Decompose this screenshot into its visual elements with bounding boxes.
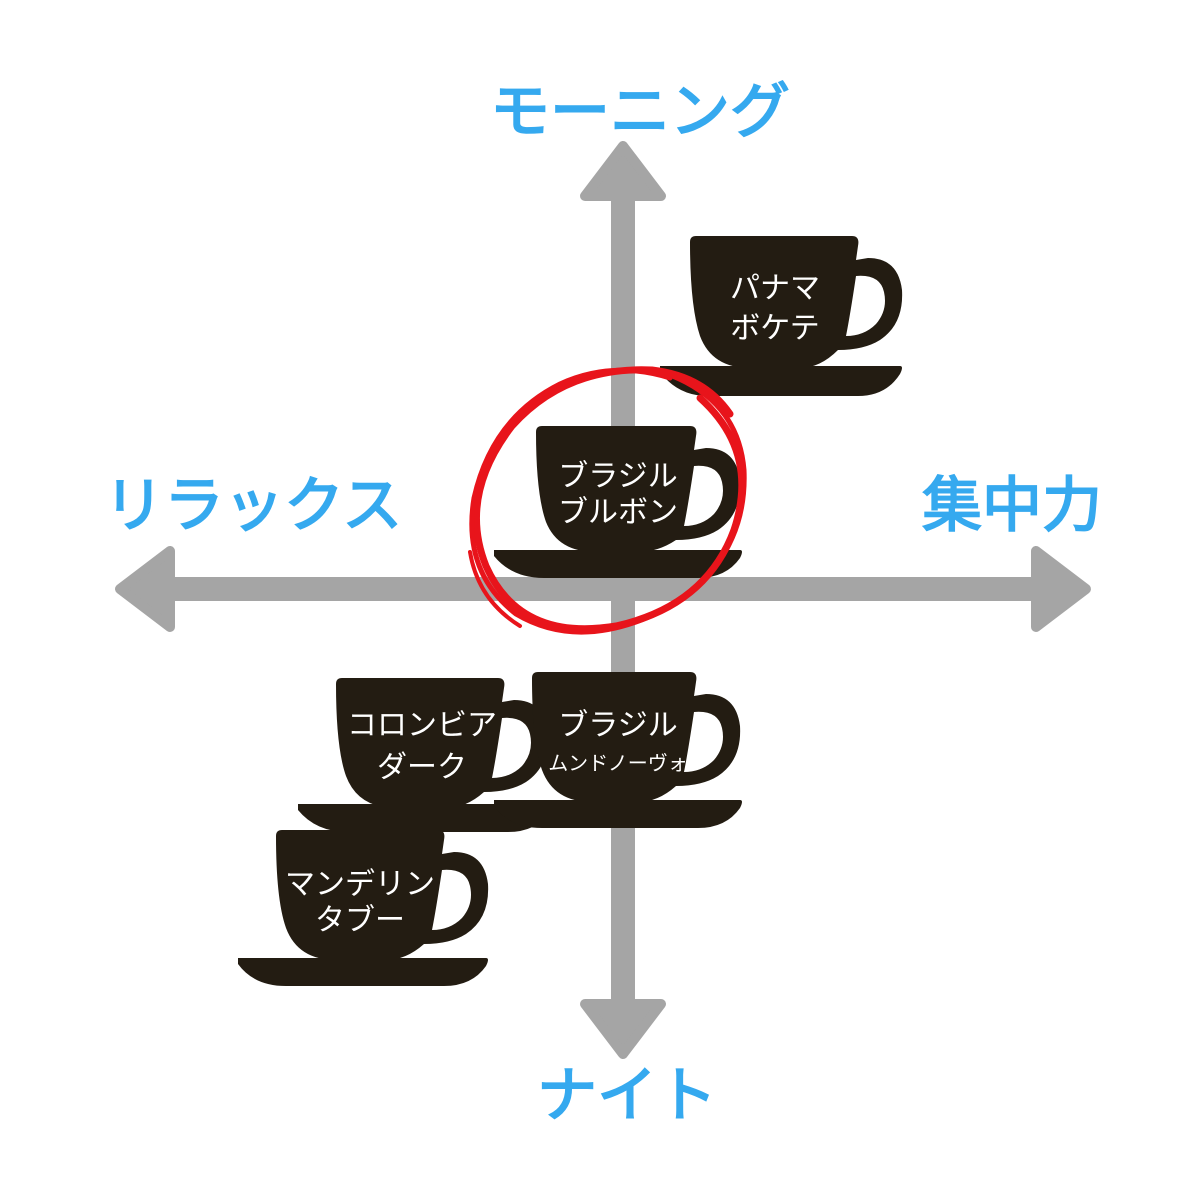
axis-label-top: モーニング (490, 77, 790, 147)
cup-brazil-bourbon (494, 426, 742, 578)
axis-label-left: リラックス (104, 471, 403, 541)
cup-label-panama-1: パナマ (730, 271, 820, 306)
cup-label-bourbon-2: ブルボン (558, 495, 678, 530)
cup-mandheling-tabu (238, 830, 489, 986)
cup-label-colombia-2: ダーク (377, 750, 467, 785)
cup-label-mandheling-2: タブー (315, 903, 405, 938)
arrow-up-icon (580, 141, 666, 201)
arrow-left-icon (115, 546, 175, 632)
cup-label-bourbon-1: ブラジル (558, 459, 677, 494)
cup-label-colombia-1: コロンビア (347, 708, 497, 743)
cup-panama-boquete (660, 236, 903, 396)
cup-label-mundo-2: ムンドノーヴォ (548, 751, 688, 775)
axis-label-bottom: ナイト (537, 1061, 717, 1131)
horizontal-axis (115, 546, 1091, 632)
arrow-right-icon (1031, 546, 1091, 632)
cup-label-mandheling-1: マンデリン (285, 867, 435, 902)
arrow-down-icon (580, 999, 666, 1059)
axis-label-right: 集中力 (922, 471, 1102, 541)
highlight-circle (468, 366, 747, 635)
cup-label-panama-2: ボケテ (730, 311, 819, 346)
cup-colombia-dark (298, 678, 552, 832)
cup-brazil-mundo-novo (494, 672, 742, 828)
cup-label-mundo-1: ブラジル (558, 708, 677, 743)
